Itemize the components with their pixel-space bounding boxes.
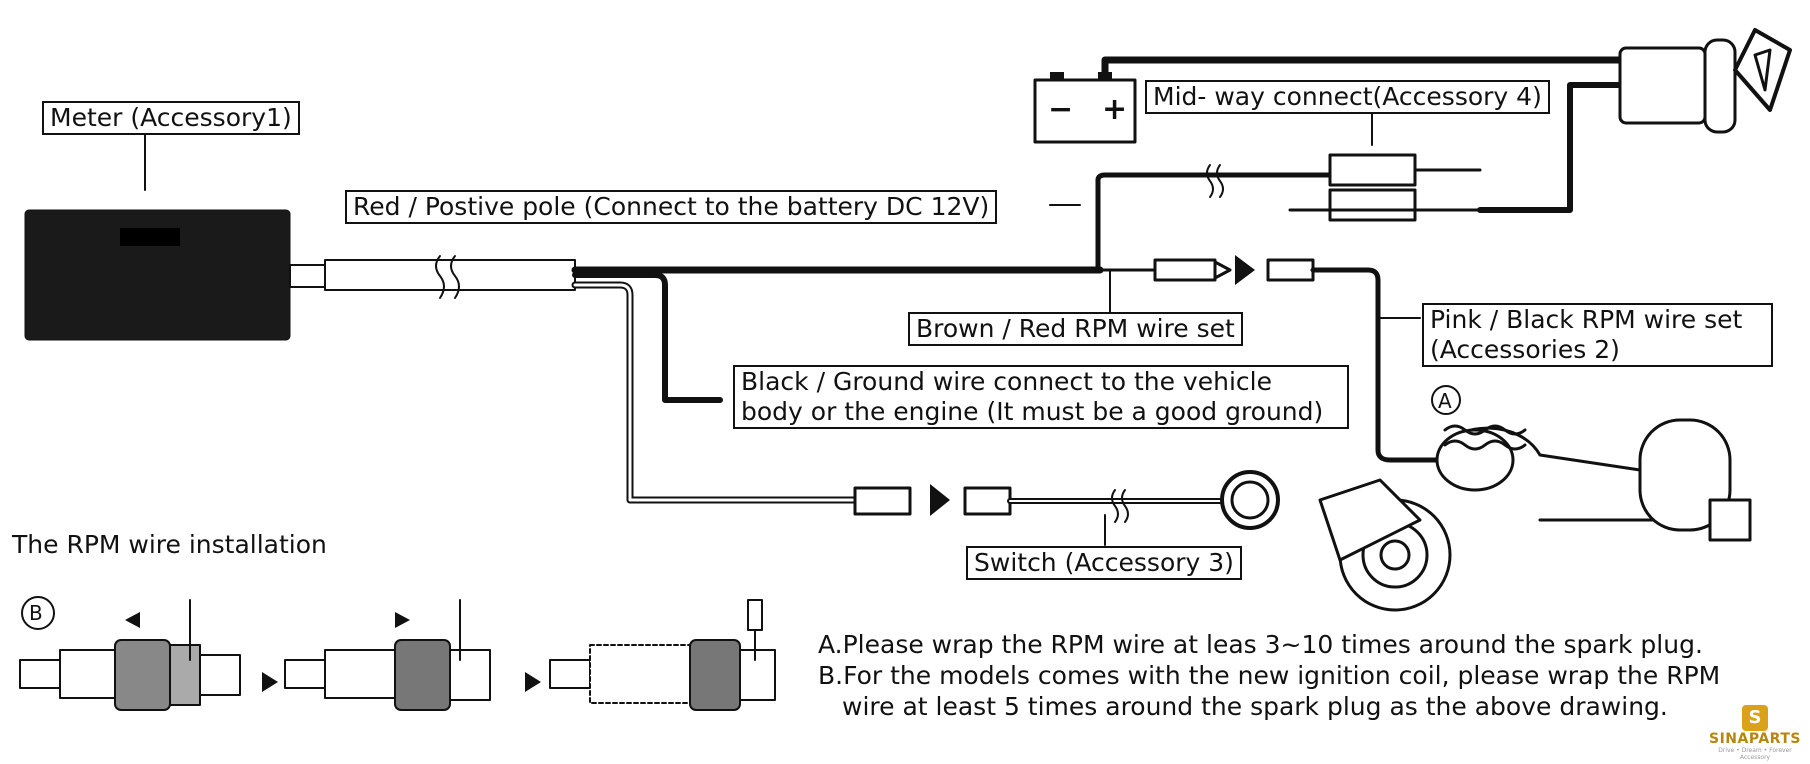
switch-label: Switch (Accessory 3): [966, 546, 1242, 580]
logo-badge: S: [1742, 705, 1768, 731]
brown-wire-label: Brown / Red RPM wire set: [908, 312, 1243, 346]
cable-sleeve: [324, 259, 576, 291]
pink-wire: [1310, 267, 1443, 463]
rpm-step-3: [549, 599, 776, 711]
ground-wire-label-line1: Black / Ground wire connect to the vehic…: [741, 367, 1272, 396]
note-b-line2: wire at least 5 times around the spark p…: [842, 692, 1668, 721]
rpm-step-2: [284, 599, 491, 711]
logo-brand: SINAPARTS: [1709, 731, 1801, 747]
switch-plug-female: [963, 486, 1012, 516]
spark-plug: [1318, 478, 1452, 612]
red-wire-label: Red / Postive pole (Connect to the batte…: [345, 190, 998, 224]
red-wire-break: [1206, 164, 1224, 198]
logo-tagline: Drive • Dream • Forever Accessory: [1718, 747, 1792, 761]
pink-connector: [1266, 258, 1315, 282]
sleeve-break: [435, 255, 460, 299]
switch-button-inner: [1230, 480, 1270, 520]
midway-label: Mid- way connect(Accessory 4): [1145, 80, 1550, 114]
ignition-key: [1733, 28, 1792, 112]
meter-stub: [289, 264, 326, 288]
pink-wire-label-line1: Pink / Black RPM wire set: [1430, 305, 1743, 334]
ground-wire: [572, 272, 723, 403]
note-a: A.Please wrap the RPM wire at leas 3~10 …: [818, 630, 1703, 659]
ignition-return: [1477, 82, 1623, 213]
red-wire: [1095, 172, 1333, 273]
brown-connector: [1153, 258, 1217, 282]
brand-logo: S SINAPARTS Drive • Dream • Forever Acce…: [1705, 705, 1805, 763]
marker-a-circle: [1431, 385, 1461, 415]
marker-a: A: [1438, 389, 1452, 413]
rpm-installation-title: The RPM wire installation: [12, 530, 327, 559]
step-arrow-2: [525, 672, 541, 692]
pink-wire-label: Pink / Black RPM wire set (Accessories 2…: [1422, 303, 1773, 367]
midway-connector-top: [1328, 153, 1417, 187]
arrow-to-switch: [930, 484, 950, 516]
ignition-coil: [1435, 418, 1752, 542]
battery: [1033, 78, 1137, 144]
arrow-to-pink: [1235, 255, 1255, 285]
battery-plus: +: [1102, 92, 1128, 127]
switch-plug-male: [853, 486, 912, 516]
rpm-step-1: [19, 599, 241, 711]
note-b-line1: B.For the models comes with the new igni…: [818, 661, 1721, 690]
ground-wire-label-line2: body or the engine (It must be a good gr…: [741, 397, 1324, 426]
ignition-switch: [1618, 46, 1707, 125]
battery-minus: −: [1048, 92, 1074, 127]
pink-wire-label-line2: (Accessories 2): [1430, 335, 1620, 364]
meter-display: [120, 228, 180, 246]
step-arrow-1: [262, 672, 278, 692]
ground-wire-label: Black / Ground wire connect to the vehic…: [733, 365, 1349, 429]
marker-b-circle: [21, 596, 55, 630]
marker-b: B: [29, 601, 43, 625]
midway-connector-bottom: [1328, 188, 1417, 222]
meter-label: Meter (Accessory1): [42, 101, 300, 135]
battery-line: [1101, 56, 1624, 76]
